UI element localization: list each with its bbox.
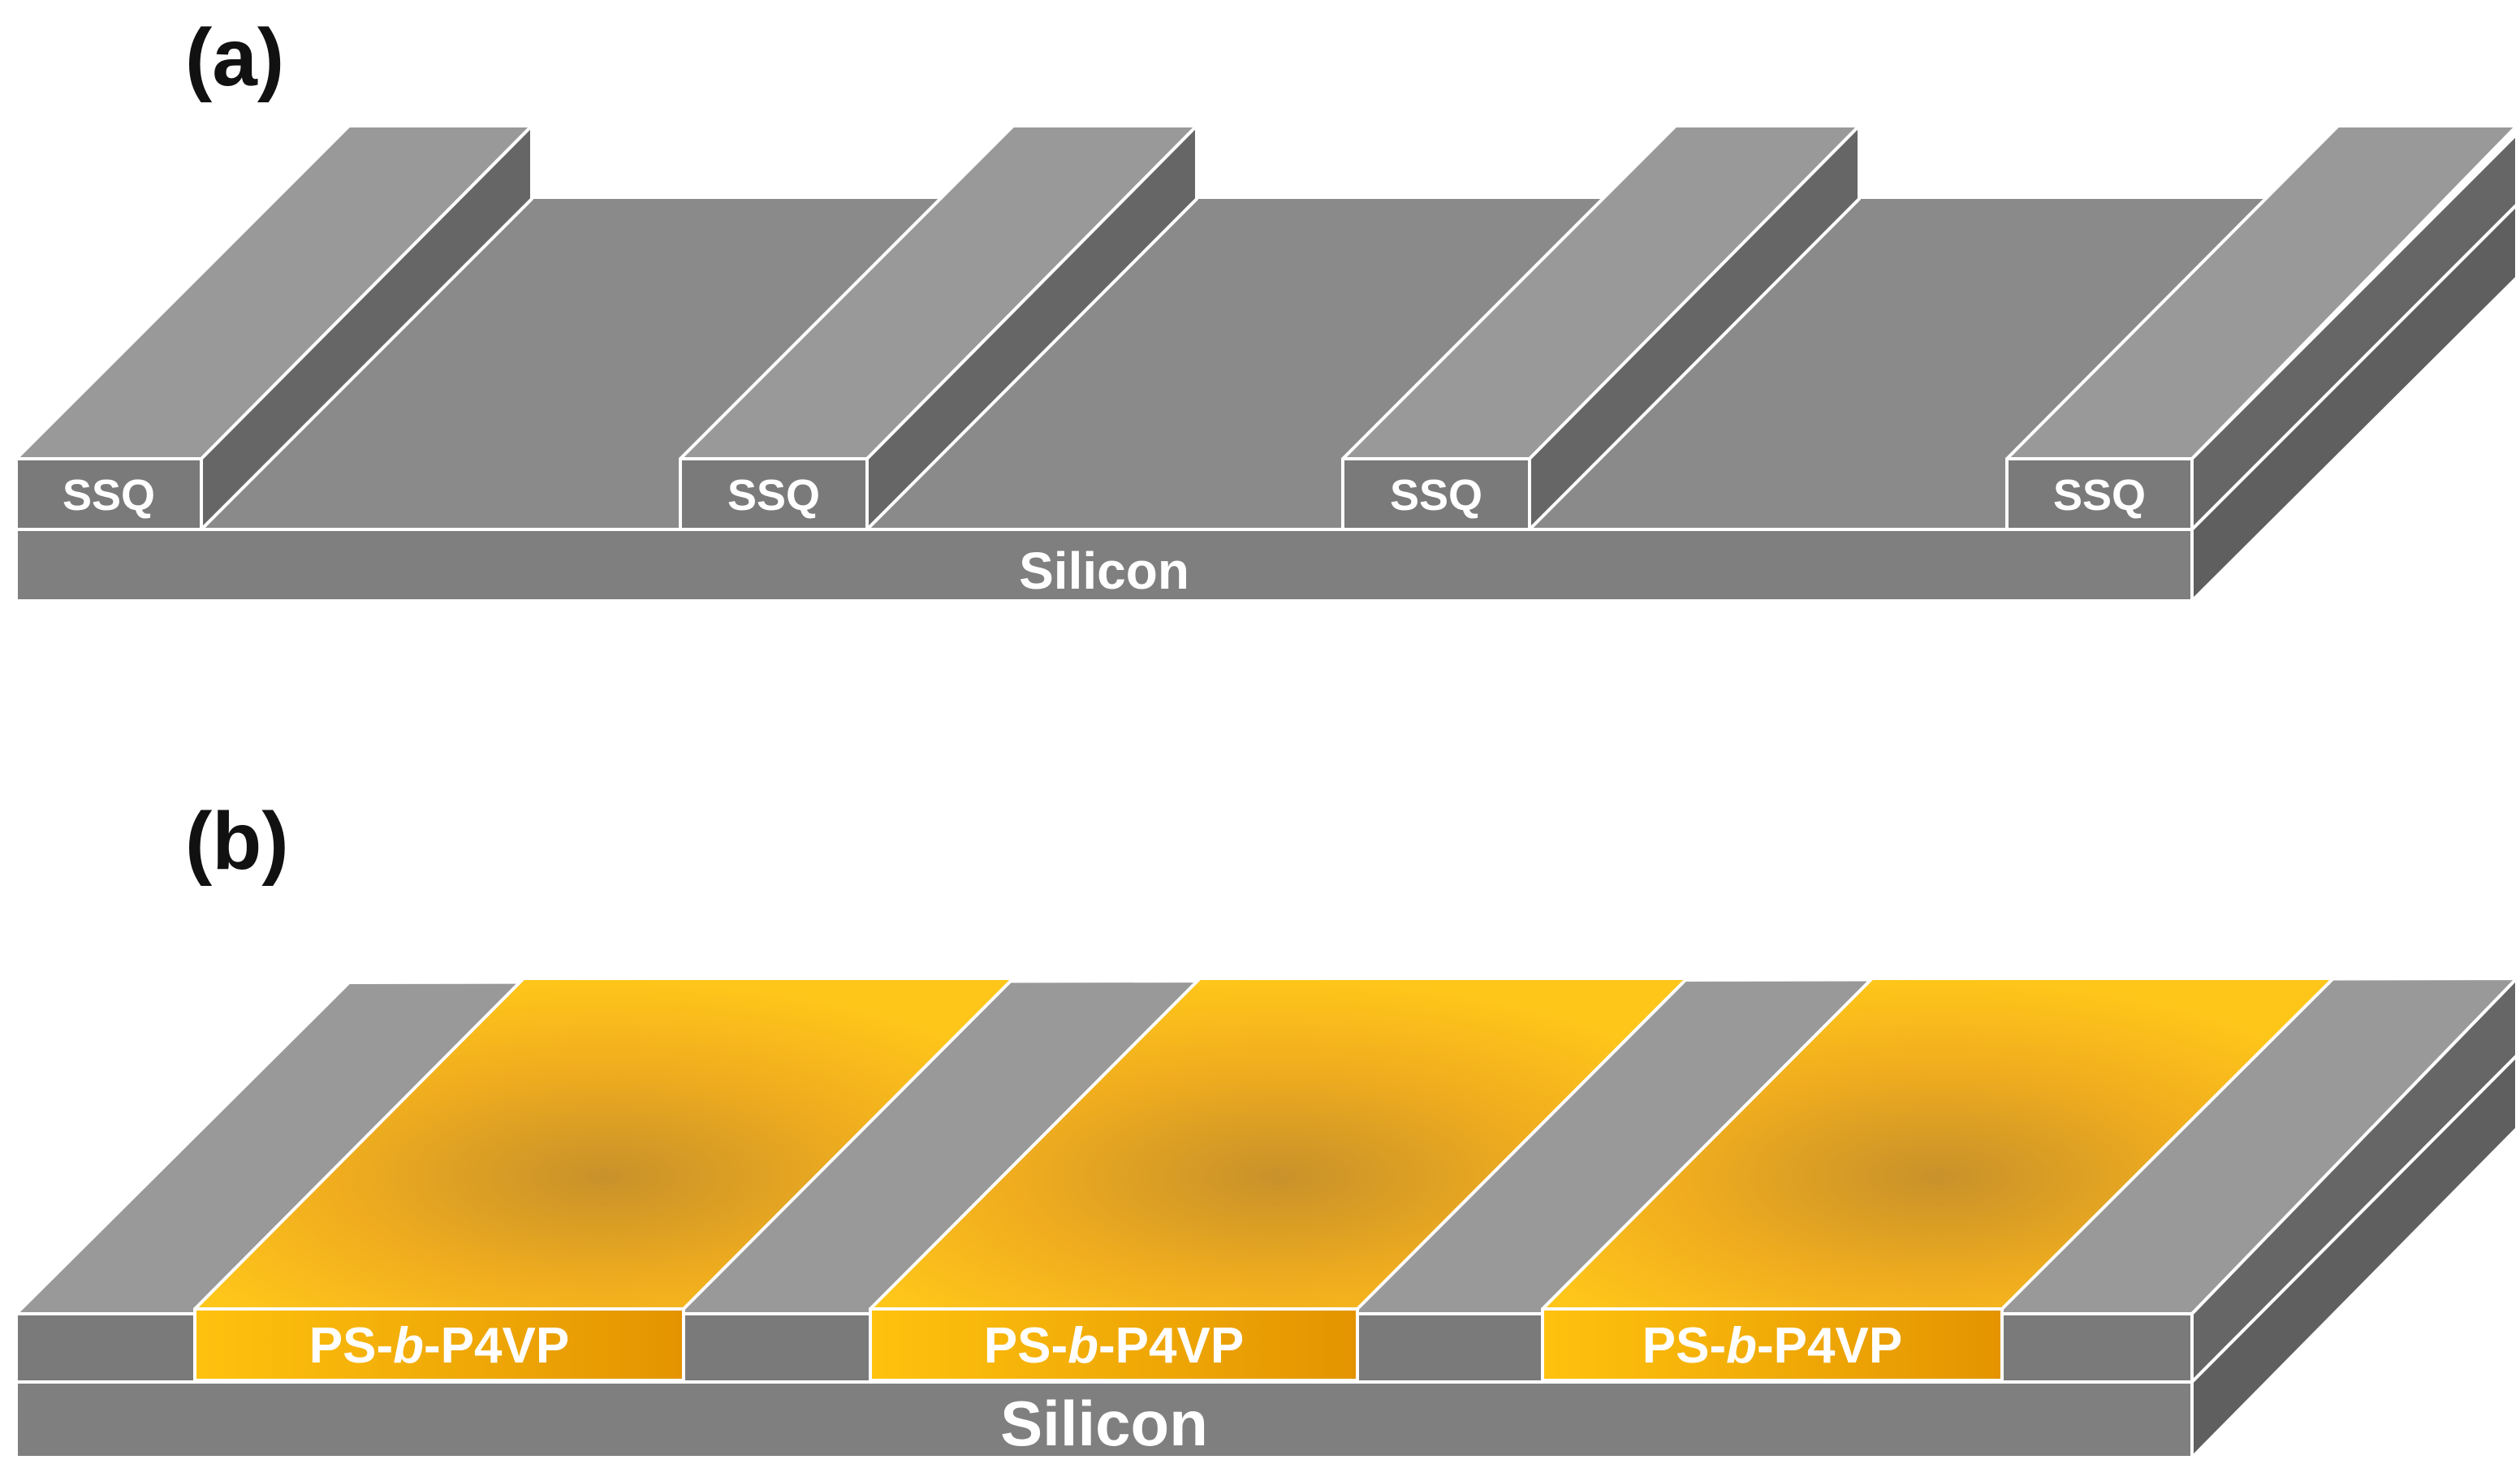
panel-a: (a) Silicon SSQ SSQ SSQ <box>15 12 2518 602</box>
ssq-label-4: SSQ <box>2053 471 2146 520</box>
bcp-label-2: PS-b-P4VP <box>984 1318 1244 1374</box>
silicon-front-face-a <box>15 528 2194 602</box>
bcp-film-1-front <box>193 1307 685 1382</box>
ssq-line-1-front <box>15 457 203 531</box>
ssq-line-4: SSQ <box>2005 124 2518 531</box>
ssq-line-4-front <box>2005 457 2194 531</box>
bcp-label-3: PS-b-P4VP <box>1642 1318 1902 1374</box>
panel-b: (b) Silicon PS-b-P4VP PS-b-P4VP PS-b-P4 <box>15 796 2518 1459</box>
ssq-label-2: SSQ <box>727 471 820 520</box>
trench-floor-a <box>201 199 2265 529</box>
ssq-line-3: SSQ <box>1341 124 1861 531</box>
bcp-film-3: PS-b-P4VP <box>1541 977 2335 1382</box>
bcp-film-3-front <box>1541 1307 2004 1382</box>
silicon-label-b: Silicon <box>1000 1388 1208 1459</box>
bcp-label-1: PS-b-P4VP <box>309 1318 569 1374</box>
ssq-line-2-front <box>679 457 869 531</box>
panel-b-label: (b) <box>185 796 289 887</box>
bcp-film-2: PS-b-P4VP <box>869 977 1689 1382</box>
ssq-label-1: SSQ <box>63 471 155 520</box>
bcp-film-2-front <box>869 1307 1359 1382</box>
ssq-line-1: SSQ <box>15 124 533 531</box>
ssq-line-3-front <box>1341 457 1531 531</box>
silicon-front-face-b <box>15 1380 2194 1459</box>
ssq-label-3: SSQ <box>1390 471 1482 520</box>
ssq-line-2: SSQ <box>679 124 1198 531</box>
panel-a-label: (a) <box>185 12 284 103</box>
bcp-film-1: PS-b-P4VP <box>193 977 1015 1382</box>
silicon-label-a: Silicon <box>1019 542 1189 600</box>
